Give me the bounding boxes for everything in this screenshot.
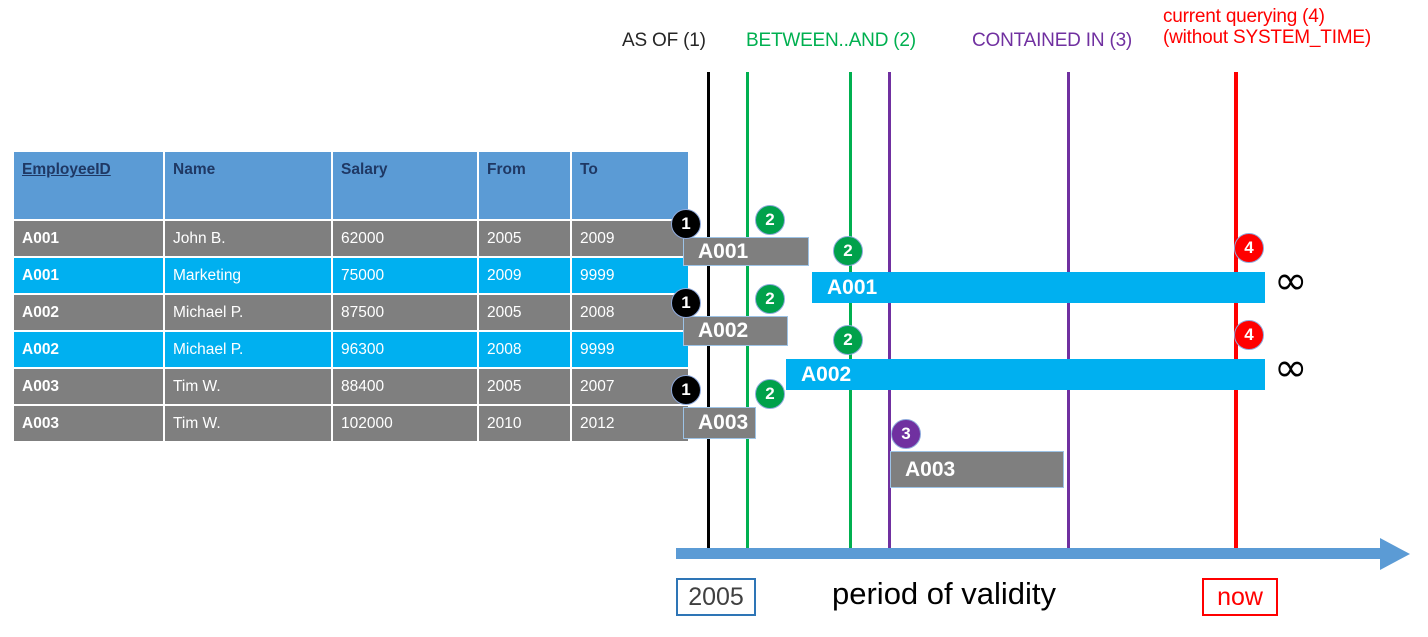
marker-2-between-a003: 2 [755,379,785,409]
cell-from: 2005 [479,369,570,404]
cell-from: 2005 [479,221,570,256]
cell-to: 9999 [572,258,688,293]
marker-2-between-a002-b: 2 [833,325,863,355]
cell-employeeid: A001 [14,258,163,293]
timeline-bar-label: A001 [827,275,878,299]
employee-history-table: EmployeeID Name Salary From To A001 John… [12,150,690,443]
table-row: A001 Marketing 75000 2009 9999 [14,258,688,293]
table-row: A003 Tim W. 88400 2005 2007 [14,369,688,404]
timeline-axis [676,548,1388,559]
timeline-bar-a001-current: A001 [812,272,1265,303]
timeline-bar-a002-historical: A002 [683,316,788,346]
marker-2-between-a001-a: 2 [755,205,785,235]
legend-contained-in: CONTAINED IN (3) [972,30,1133,51]
timeline-bar-label: A002 [698,319,749,342]
marker-3-contained-a003: 3 [891,419,921,449]
cell-employeeid: A003 [14,406,163,441]
column-header-from: From [479,152,570,219]
marker-2-between-a001-b: 2 [833,236,863,266]
column-header-employeeid: EmployeeID [14,152,163,219]
table-header-row: EmployeeID Name Salary From To [14,152,688,219]
cell-name: Tim W. [165,369,331,404]
axis-start-label: 2005 [676,578,756,616]
vline-as-of-black [707,72,710,559]
cell-name: Marketing [165,258,331,293]
cell-name: Tim W. [165,406,331,441]
cell-salary: 75000 [333,258,477,293]
timeline-bar-a003-historical-2: A003 [890,451,1064,488]
legend-current-querying: current querying (4) (without SYSTEM_TIM… [1163,6,1371,49]
axis-now-label: now [1202,578,1278,616]
timeline-bar-label: A002 [801,362,852,386]
cell-from: 2008 [479,332,570,367]
cell-to: 2008 [572,295,688,330]
cell-salary: 88400 [333,369,477,404]
legend-between-and: BETWEEN..AND (2) [746,30,916,51]
column-header-salary: Salary [333,152,477,219]
column-header-employeeid-label: EmployeeID [22,161,111,178]
cell-employeeid: A002 [14,295,163,330]
cell-employeeid: A002 [14,332,163,367]
cell-name: John B. [165,221,331,256]
infinity-icon-a002: ∞ [1274,345,1308,391]
column-header-to: To [572,152,688,219]
cell-employeeid: A003 [14,369,163,404]
cell-to: 2012 [572,406,688,441]
cell-from: 2009 [479,258,570,293]
cell-name: Michael P. [165,332,331,367]
table-row: A002 Michael P. 96300 2008 9999 [14,332,688,367]
vline-contained-end-purple [1067,72,1070,559]
cell-to: 2007 [572,369,688,404]
table-row: A003 Tim W. 102000 2010 2012 [14,406,688,441]
axis-caption: period of validity [832,576,1057,611]
timeline-bar-label: A003 [905,457,956,481]
cell-salary: 87500 [333,295,477,330]
timeline-bar-label: A001 [698,239,749,263]
cell-employeeid: A001 [14,221,163,256]
timeline-bar-a002-current: A002 [786,359,1265,390]
marker-4-current-a002: 4 [1234,320,1264,350]
vline-contained-start-purple [888,72,891,559]
vline-between-start-green [746,72,749,559]
cell-from: 2010 [479,406,570,441]
vline-between-end-green [849,72,852,559]
marker-4-current-a001: 4 [1234,233,1264,263]
marker-1-asof-a002: 1 [671,288,701,318]
marker-1-asof-a003: 1 [671,375,701,405]
infinity-icon-a001: ∞ [1274,258,1308,304]
cell-to: 2009 [572,221,688,256]
legend-as-of: AS OF (1) [622,30,706,51]
vline-now-red [1234,72,1238,559]
cell-from: 2005 [479,295,570,330]
table-row: A001 John B. 62000 2005 2009 [14,221,688,256]
cell-salary: 62000 [333,221,477,256]
marker-1-asof-a001: 1 [671,209,701,239]
column-header-name: Name [165,152,331,219]
cell-name: Michael P. [165,295,331,330]
legend-current-querying-line1: current querying (4) [1163,6,1325,27]
timeline-bar-label: A003 [698,411,749,434]
timeline-bar-a003-historical-1: A003 [683,407,756,439]
timeline-bar-a001-historical: A001 [683,237,809,266]
timeline-arrow-icon [1380,538,1410,570]
marker-2-between-a002-a: 2 [755,284,785,314]
cell-salary: 96300 [333,332,477,367]
cell-salary: 102000 [333,406,477,441]
cell-to: 9999 [572,332,688,367]
table-row: A002 Michael P. 87500 2005 2008 [14,295,688,330]
legend-current-querying-line2: (without SYSTEM_TIME) [1163,27,1372,49]
